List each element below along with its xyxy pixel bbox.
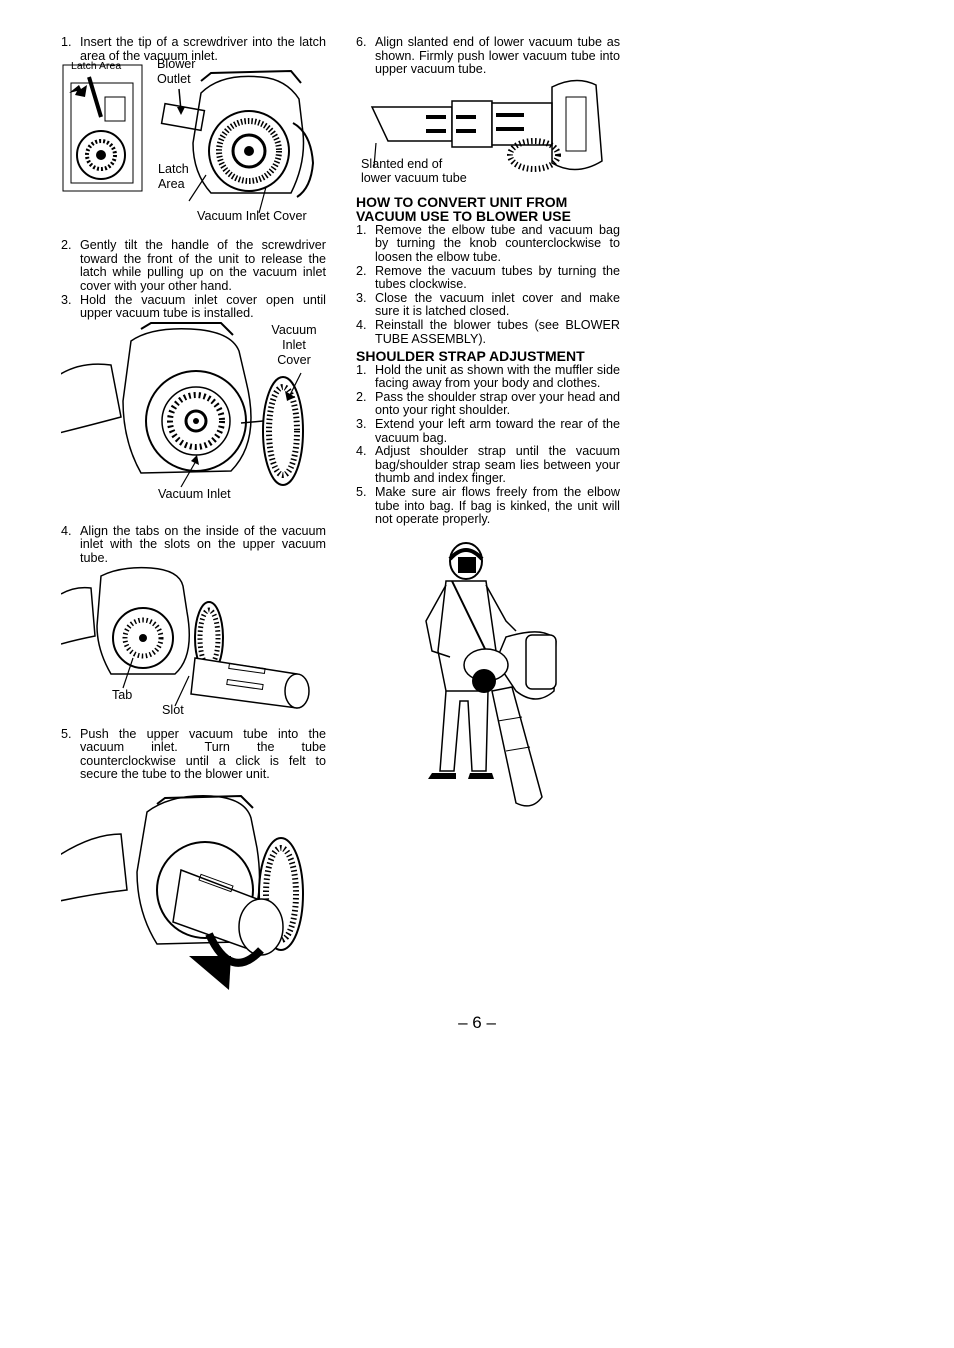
list-item: 1.Remove the elbow tube and vacuum bag b…: [356, 222, 620, 264]
figure-slanted-end: Slanted end of lower vacuum tube: [356, 77, 620, 185]
step-6: 6. Align slanted end of lower vacuum tub…: [356, 35, 620, 77]
vacuum-inlet-cover-label: Vacuum Inlet Cover: [197, 209, 307, 224]
figure-push-tube: [61, 782, 326, 992]
figure-vacuum-inlet: Vacuum Inlet Cover Vacuum Inlet: [61, 321, 326, 519]
figure-operator: [356, 541, 620, 841]
page-number: – 6 –: [458, 1013, 496, 1032]
right-column: 6. Align slanted end of lower vacuum tub…: [356, 35, 620, 841]
list-item: 3.Close the vacuum inlet cover and make …: [356, 290, 620, 319]
step-5: 5. Push the upper vacuum tube into the v…: [61, 726, 326, 782]
blower-outlet-label: Blower Outlet: [157, 57, 196, 87]
step-4: 4. Align the tabs on the inside of the v…: [61, 523, 326, 565]
operator-with-vacuum-illustration: [425, 541, 557, 807]
list-item: 1.Hold the unit as shown with the muffle…: [356, 362, 620, 391]
vacuum-inlet-illustration: [61, 321, 304, 488]
vacuum-inlet-label: Vacuum Inlet: [158, 486, 231, 501]
blower-latch-illustration: [62, 64, 315, 214]
tab-label: Tab: [112, 687, 133, 702]
step-3: 3. Hold the vacuum inlet cover open unti…: [61, 292, 326, 321]
strap-steps: 1.Hold the unit as shown with the muffle…: [356, 362, 620, 527]
strap-heading: SHOULDER STRAP ADJUSTMENT: [356, 348, 585, 365]
convert-steps: 1.Remove the elbow tube and vacuum bag b…: [356, 222, 620, 346]
list-item: 3.Extend your left arm toward the rear o…: [356, 417, 620, 445]
slot-label: Slot: [162, 702, 184, 717]
inset-latch-area-label: Latch Area: [71, 60, 122, 73]
slanted-tube-illustration: [370, 79, 603, 172]
tab-slot-illustration: [61, 566, 310, 709]
push-tube-illustration: [61, 794, 304, 990]
list-item: 4.Reinstall the blower tubes (see BLOWER…: [356, 317, 620, 346]
figure-latch-area: Latch Area Blower Outlet Latch Area Vacu…: [61, 57, 326, 227]
list-item: 2.Remove the vacuum tubes by turning the…: [356, 263, 620, 292]
left-column: 1. Insert the tip of a screwdriver into …: [61, 35, 326, 992]
latch-area-label: Latch Area: [158, 162, 189, 192]
figure-tab-slot: Tab Slot: [61, 566, 326, 726]
slanted-end-label: Slanted end of lower vacuum tube: [361, 156, 467, 185]
vacuum-inlet-cover-callout: Vacuum Inlet Cover: [271, 322, 317, 367]
convert-heading: HOW TO CONVERT UNIT FROM VACUUM USE TO B…: [356, 193, 571, 225]
step-1: 1. Insert the tip of a screwdriver into …: [61, 35, 326, 63]
list-item: 4.Adjust shoulder strap until the vacuum…: [356, 444, 620, 486]
list-item: 5.Make sure air flows freely from the el…: [356, 484, 620, 527]
list-item: 2.Pass the shoulder strap over your head…: [356, 389, 620, 418]
step-2: 2. Gently tilt the handle of the screwdr…: [61, 238, 326, 293]
